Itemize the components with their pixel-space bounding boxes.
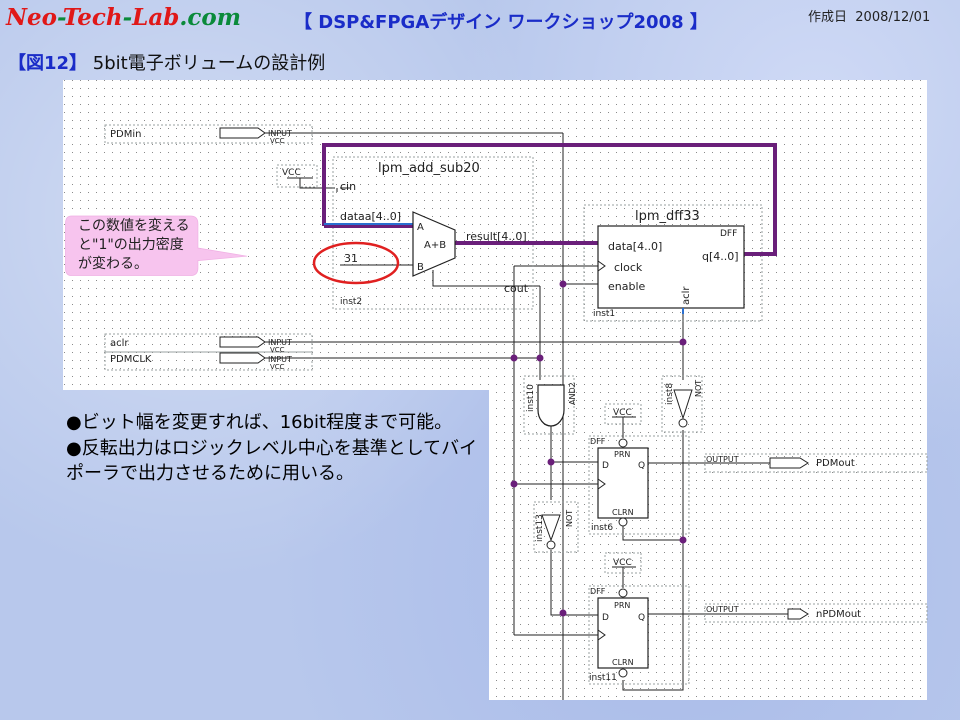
- site-title: Neo-Tech-Lab.com: [6, 4, 241, 31]
- input-pin-pdmin: [219, 127, 310, 139]
- label-npdmout-output: OUTPUT: [706, 605, 739, 614]
- label-ff11-inst: inst11: [589, 673, 617, 683]
- label-register-clock: clock: [614, 261, 643, 274]
- label-pdmin-vcc: VCC: [270, 137, 285, 145]
- label-pdmclk-input: INPUT: [268, 355, 292, 364]
- site-title-com: .com: [179, 4, 242, 31]
- label-adder-vcc: VCC: [282, 168, 301, 178]
- figure-caption: 5bit電子ボリュームの設計例: [92, 53, 326, 74]
- site-title-tech: Tech: [62, 4, 123, 31]
- label-pdmout-output: OUTPUT: [706, 455, 739, 464]
- label-register-inst: inst1: [593, 309, 615, 319]
- label-pdmin: PDMin: [110, 129, 141, 140]
- created-date: 作成日 2008/12/01: [808, 6, 930, 25]
- date-value: 2008/12/01: [855, 10, 931, 25]
- label-aclr: aclr: [110, 338, 129, 349]
- register-clock-marker: [597, 260, 606, 272]
- label-adder-sum: A+B: [424, 240, 446, 251]
- label-not13-type: NOT: [565, 510, 574, 527]
- label-adder-cin: cin: [340, 180, 356, 193]
- label-adder-cout: cout: [504, 282, 529, 295]
- label-adder-name: lpm_add_sub20: [378, 161, 480, 176]
- label-adder-dataa: dataa[4..0]: [340, 210, 401, 223]
- label-ff6-prn: PRN: [614, 450, 630, 459]
- label-pdmclk-vcc: VCC: [270, 363, 285, 371]
- label-ff11-d: D: [602, 613, 609, 623]
- site-title-sep2: -: [122, 4, 133, 31]
- label-adder-constant: 31: [344, 252, 358, 265]
- register-symbol: [597, 225, 745, 309]
- input-pin-pdmclk: [219, 352, 310, 364]
- label-ff6-clrn: CLRN: [612, 508, 634, 517]
- output-pin-npdmout: [787, 608, 809, 620]
- site-title-lab: Lab: [132, 4, 180, 31]
- label-and-inst: inst10: [526, 384, 536, 412]
- black-wires: [299, 132, 788, 700]
- flipflop-inst6-symbol: [597, 438, 649, 527]
- label-ff6-inst: inst6: [591, 523, 613, 533]
- bullet-text: ●ビット幅を変更すれば、16bit程度まで可能。 ●反転出力はロジックレベル中心…: [66, 410, 486, 487]
- label-ff6-d: D: [602, 461, 609, 471]
- label-register-q: q[4..0]: [702, 250, 739, 263]
- label-aclr-vcc: VCC: [270, 346, 285, 354]
- bullet-2: ●反転出力はロジックレベル中心を基準としてバイポーラで出力させるために用いる。: [66, 437, 478, 485]
- label-npdmout: nPDMout: [816, 609, 861, 620]
- label-ff11-vcc: VCC: [613, 558, 632, 568]
- note-line-3: が変わる。: [78, 256, 148, 272]
- label-adder-b: B: [417, 262, 424, 273]
- not-gate-inst13-symbol: [541, 514, 561, 550]
- note-text: この数値を変える と"1"の出力密度 が変わる。: [78, 217, 248, 274]
- label-ff11-q: Q: [638, 613, 645, 623]
- label-register-data: data[4..0]: [608, 240, 662, 253]
- symbol-frames: [104, 124, 928, 685]
- junction-dots: [510, 280, 687, 617]
- figure-title: 【図12】 5bit電子ボリュームの設計例: [8, 49, 325, 75]
- label-adder-a: A: [417, 222, 424, 233]
- label-and-type: AND2: [568, 382, 577, 405]
- label-ff6-q: Q: [638, 461, 645, 471]
- adder-symbol: [412, 211, 456, 277]
- constant-highlight-circle: [312, 241, 400, 285]
- label-pdmclk: PDMCLK: [110, 354, 152, 365]
- note-bubble: [65, 215, 248, 276]
- label-adder-inst: inst2: [340, 297, 362, 307]
- and-gate-symbol: [537, 384, 565, 427]
- note-line-2: と"1"の出力密度: [78, 237, 184, 253]
- label-register-aclr: aclr: [681, 286, 692, 305]
- input-pin-aclr: [219, 336, 310, 348]
- label-not8-inst: inst8: [665, 383, 675, 405]
- label-pdmin-input: INPUT: [268, 129, 292, 138]
- bullet-1: ●ビット幅を変更すれば、16bit程度まで可能。: [66, 412, 453, 433]
- label-aclr-input: INPUT: [268, 338, 292, 347]
- output-pin-pdmout: [769, 457, 809, 469]
- label-ff11-clrn: CLRN: [612, 658, 634, 667]
- label-adder-result: result[4..0]: [466, 230, 527, 243]
- not-gate-inst8-symbol: [673, 389, 693, 428]
- data-bus: [322, 143, 777, 256]
- label-pdmout: PDMout: [816, 458, 855, 469]
- note-line-1: この数値を変える: [78, 218, 190, 234]
- label-register-name: lpm_dff33: [635, 209, 700, 224]
- label-not13-inst: inst13: [535, 514, 545, 542]
- label-ff6-type: DFF: [590, 437, 606, 446]
- flipflop-inst11-symbol: [597, 588, 649, 678]
- site-title-neo: Neo: [6, 4, 57, 31]
- date-label: 作成日: [808, 10, 848, 25]
- vcc-symbols: [287, 177, 636, 588]
- schematic-background: [63, 80, 927, 700]
- workshop-title: 【 DSP&FPGAデザイン ワークショップ2008 】: [294, 12, 708, 33]
- label-register-enable: enable: [608, 280, 646, 293]
- label-ff11-prn: PRN: [614, 601, 630, 610]
- label-ff6-vcc: VCC: [613, 408, 632, 418]
- figure-number: 【図12】: [8, 53, 88, 74]
- label-ff11-type: DFF: [590, 587, 606, 596]
- site-title-sep1: -: [57, 4, 63, 31]
- label-register-type: DFF: [720, 229, 737, 239]
- label-not8-type: NOT: [694, 380, 703, 397]
